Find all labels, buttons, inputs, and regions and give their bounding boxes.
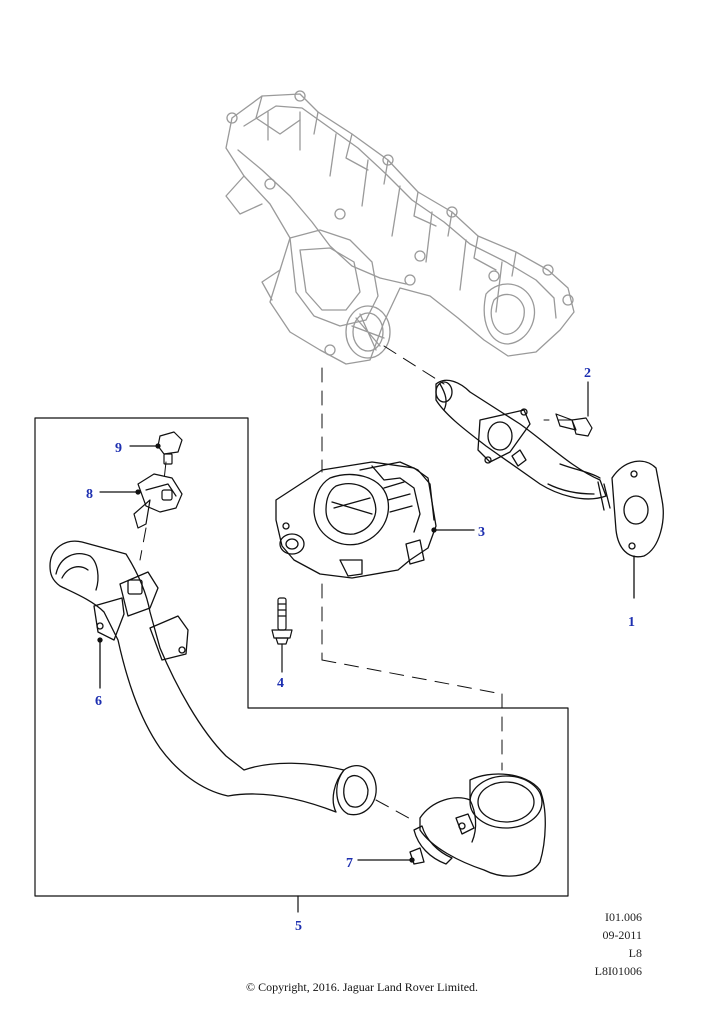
callout-1: 1 bbox=[628, 615, 635, 630]
throttle-stud bbox=[271, 597, 293, 673]
elbow-connector bbox=[357, 773, 546, 877]
callout-8: 8 bbox=[86, 487, 93, 502]
reference-line-1: I01.006 bbox=[605, 910, 642, 924]
item-5-group-frame bbox=[34, 417, 569, 913]
reference-line-4: L8I01006 bbox=[594, 964, 642, 978]
pressure-sensor bbox=[99, 473, 183, 529]
callout-labels: 1 2 3 4 5 6 7 8 9 bbox=[86, 366, 635, 934]
copyright-notice: © Copyright, 2016. Jaguar Land Rover Lim… bbox=[245, 980, 479, 994]
reference-line-2: 09-2011 bbox=[602, 928, 642, 942]
egr-tube bbox=[435, 379, 664, 599]
callout-5: 5 bbox=[295, 919, 302, 934]
egr-bolt bbox=[555, 381, 593, 437]
air-intake-duct bbox=[49, 540, 377, 816]
intake-manifold-ghost bbox=[225, 90, 575, 365]
reference-line-3: L8 bbox=[628, 946, 642, 960]
sensor-screw bbox=[129, 431, 183, 465]
callout-4: 4 bbox=[277, 676, 284, 691]
callout-2: 2 bbox=[584, 366, 591, 381]
callout-6: 6 bbox=[95, 694, 102, 709]
callout-3: 3 bbox=[478, 525, 485, 540]
throttle-body bbox=[275, 461, 475, 579]
drawing-reference: I01.006 09-2011 L8 L8I01006 bbox=[595, 908, 642, 980]
assembly-dashed-lines bbox=[139, 345, 573, 823]
callout-9: 9 bbox=[115, 441, 122, 456]
callout-7: 7 bbox=[346, 856, 353, 871]
